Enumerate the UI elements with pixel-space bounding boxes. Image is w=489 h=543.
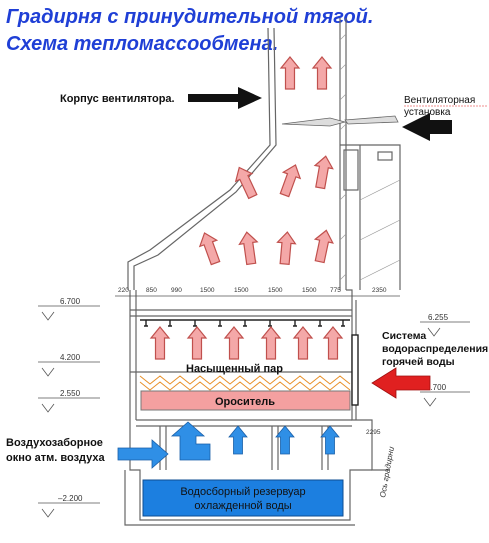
- dimension-chain: 220 850 990 1500 1500 1500 1500 775 2350: [115, 287, 400, 297]
- dim-1500-d: 1500: [302, 287, 317, 294]
- dim-2350: 2350: [372, 287, 387, 294]
- distribution-label-line3: горячей воды: [382, 356, 455, 368]
- wall-hatching: [339, 33, 401, 281]
- elevation-2295: 2295: [366, 429, 381, 436]
- sprinkler-label: Ороситель: [215, 396, 275, 408]
- fan-blade: [281, 115, 399, 127]
- water-spray: [139, 375, 351, 391]
- reservoir-label-line1: Водосборный резервуар: [180, 486, 305, 498]
- distribution-label-line2: водораспределения: [382, 343, 488, 355]
- fan-unit-label-line2: установка: [404, 107, 451, 118]
- elevation-6255: 6.255: [428, 313, 449, 322]
- air-inlet-label-line2: окно атм. воздуха: [6, 452, 106, 464]
- elevation-2550: 2.550: [60, 389, 81, 398]
- tower-axis-label: Ось градирни: [378, 445, 396, 498]
- elevation-marks: [38, 305, 470, 518]
- reservoir-label-line2: охлажденной воды: [194, 500, 291, 512]
- sprinkler-block: [140, 390, 351, 411]
- dim-850: 850: [146, 287, 157, 294]
- distribution-label-line1: Система: [382, 330, 426, 342]
- dim-220: 220: [118, 287, 129, 294]
- diagram-title-line1: Градирня с принудительной тягой.: [6, 6, 374, 28]
- elevation-2700: 2.700: [426, 383, 447, 392]
- distribution-header: [140, 319, 350, 327]
- fan-unit-label-line1: Вентиляторная: [404, 95, 475, 106]
- cold-air-arrows: [117, 421, 340, 469]
- elevation-4200: 4.200: [60, 353, 81, 362]
- dim-990: 990: [171, 287, 182, 294]
- elevation-minus-2200: –2.200: [58, 494, 83, 503]
- fan-housing-label: Корпус вентилятора.: [60, 93, 175, 105]
- distribution-pipe: [351, 334, 359, 406]
- tower-outline: [124, 18, 401, 526]
- dim-1500-b: 1500: [234, 287, 249, 294]
- dim-775: 775: [330, 287, 341, 294]
- hot-water-arrow: [371, 367, 431, 399]
- dim-1500-c: 1500: [268, 287, 283, 294]
- dim-1500-a: 1500: [200, 287, 215, 294]
- reservoir-block: [142, 479, 344, 517]
- diagram-title-line2: Схема тепломассообмена.: [6, 33, 279, 55]
- air-inlet-label-line1: Воздухозаборное: [6, 437, 103, 449]
- pointer-arrows: [188, 87, 452, 141]
- elevation-6700: 6.700: [60, 297, 81, 306]
- saturated-steam-label: Насыщенный пар: [186, 363, 283, 375]
